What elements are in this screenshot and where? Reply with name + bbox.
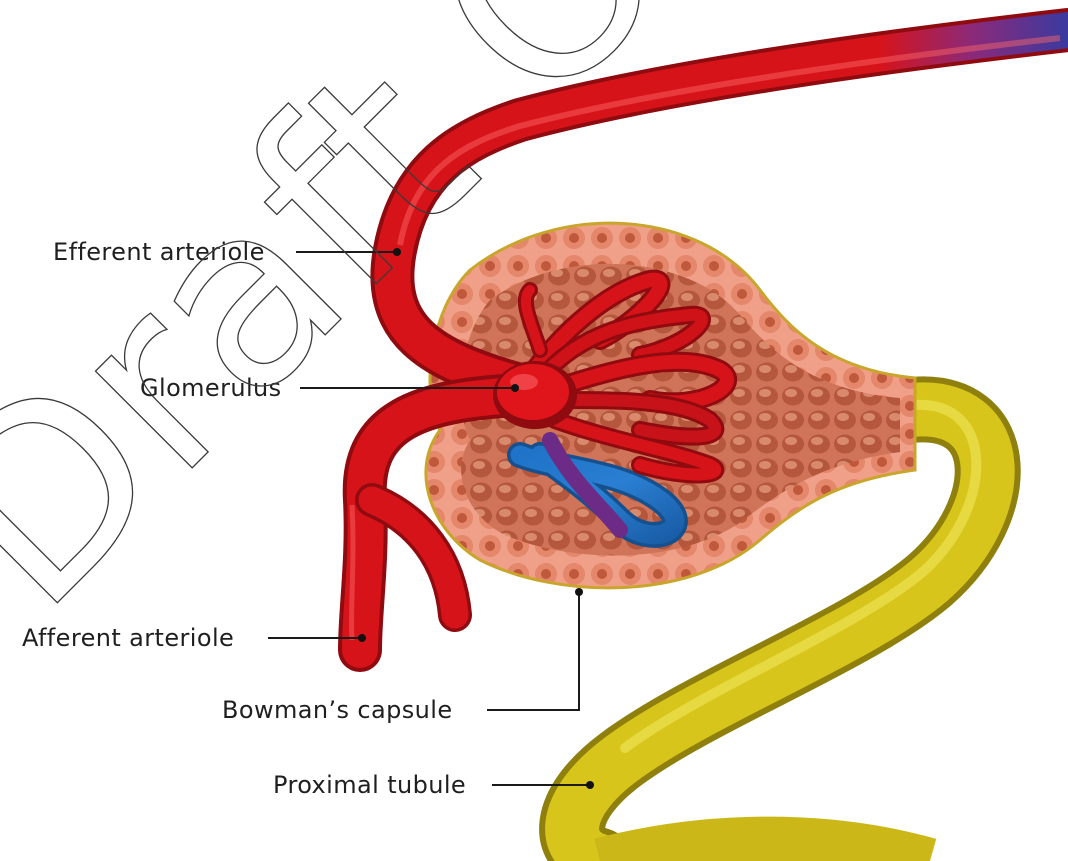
label-bowmans-capsule: Bowman’s capsule [222, 588, 583, 724]
bowmans-capsule-label: Bowman’s capsule [222, 696, 453, 724]
label-proximal-tubule: Proximal tubule [273, 771, 594, 799]
proximal-tubule-label: Proximal tubule [273, 771, 466, 799]
